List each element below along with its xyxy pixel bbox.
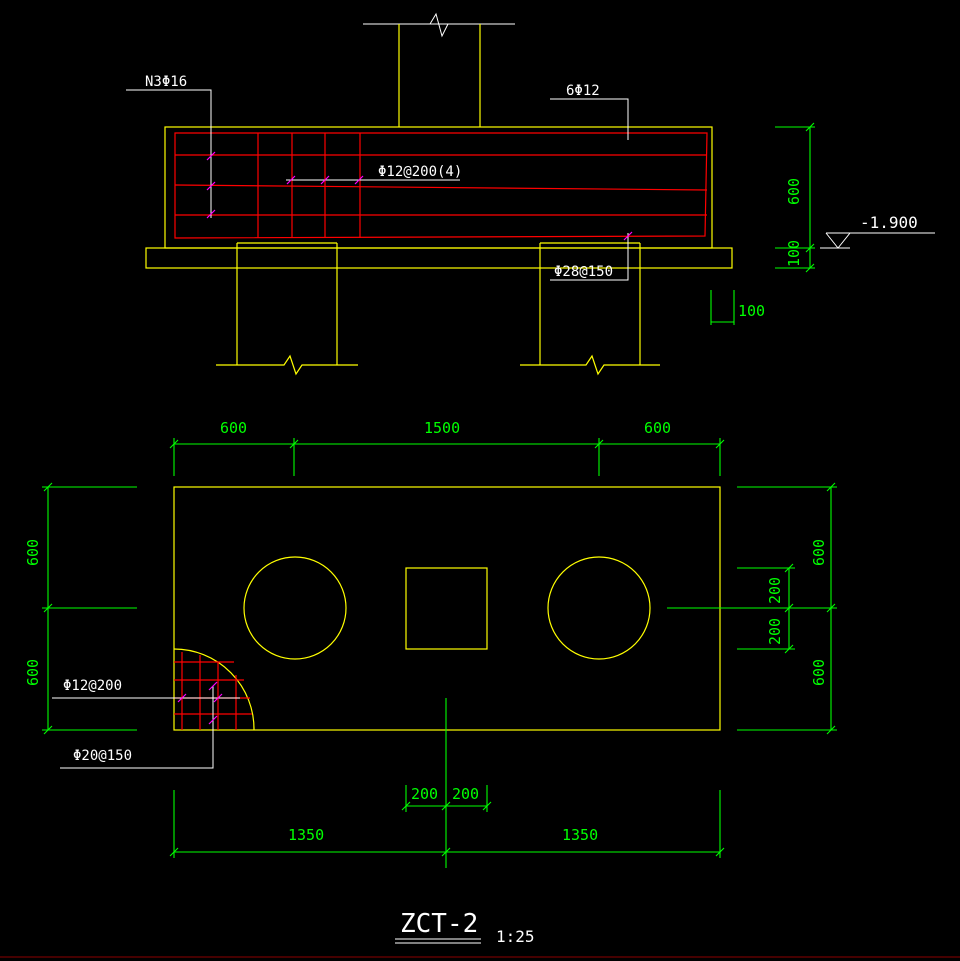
dim-top-mid: 1500 (424, 419, 460, 437)
dim-right-inner-bottom: 200 (766, 618, 784, 645)
dim-bottom-inner-left: 200 (411, 785, 438, 803)
label-top-bar: N3Φ16 (145, 74, 187, 90)
dim-top-left: 600 (220, 419, 247, 437)
dim-right-inner-top: 200 (766, 577, 784, 604)
title-name: ZCT-2 (400, 909, 478, 939)
dim-bottom-right: 1350 (562, 826, 598, 844)
dim-left-top: 600 (24, 539, 42, 566)
drawing-title: ZCT-2 1:25 (395, 909, 535, 946)
pile-right-plan (547, 556, 651, 660)
section-height-dims (775, 122, 815, 273)
corner-rebar-detail (52, 648, 255, 769)
pile-cap-plan (173, 486, 721, 731)
column-above (363, 12, 515, 127)
plan-left-dims (42, 482, 137, 735)
title-scale: 1:25 (496, 927, 535, 946)
dim-section-base: 100 (785, 240, 803, 267)
label-long-bar: 6Φ12 (566, 83, 600, 99)
leaders-section (126, 89, 633, 281)
pile-left-section (216, 242, 358, 376)
dim-right-top: 600 (810, 539, 828, 566)
dim-offset: 100 (738, 302, 765, 320)
dim-bottom-left: 1350 (288, 826, 324, 844)
pile-right-section (520, 242, 660, 376)
elevation-mark (820, 232, 935, 249)
label-mesh-top: Φ12@200 (63, 678, 122, 694)
dim-bottom-inner-right: 200 (452, 785, 479, 803)
section-view: N3Φ16 6Φ12 Φ12@200(4) Φ28@150 600 100 -1… (126, 12, 935, 376)
dim-section-height: 600 (785, 178, 803, 205)
rebar-cage-section (174, 132, 708, 239)
label-stirrup: Φ12@200(4) (378, 164, 462, 180)
offset-dim (710, 290, 735, 325)
plan-right-dims (667, 482, 837, 735)
elevation-label: -1.900 (860, 213, 918, 232)
pile-cap-section (145, 126, 733, 269)
dim-right-bottom: 600 (810, 659, 828, 686)
dim-left-bottom: 600 (24, 659, 42, 686)
plan-view: 600 1500 600 600 600 (24, 419, 837, 868)
plan-bottom-dims (169, 698, 725, 868)
plan-top-dims (169, 438, 725, 476)
label-bottom-bar: Φ28@150 (554, 264, 613, 280)
column-plan (405, 567, 488, 650)
dim-top-right: 600 (644, 419, 671, 437)
pile-left-plan (243, 556, 347, 660)
label-mesh-bottom: Φ20@150 (73, 748, 132, 764)
